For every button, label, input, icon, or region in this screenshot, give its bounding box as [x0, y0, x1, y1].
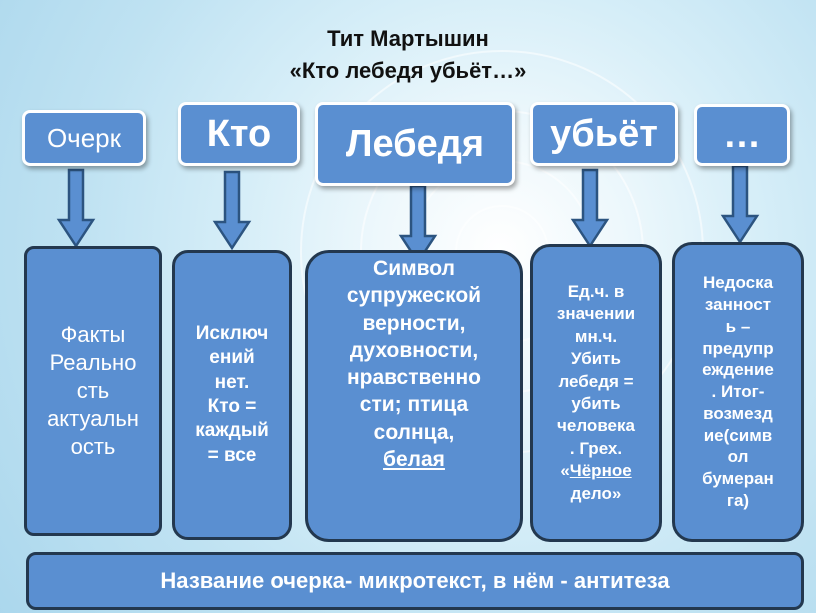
ubit-desc-line: мн.ч. — [574, 326, 618, 346]
box-kto-desc: Исключ ений нет. Кто = каждый = все — [172, 250, 292, 540]
box-lebedya-label: Лебедя — [345, 122, 485, 165]
kto-desc-line: Кто = — [207, 396, 257, 417]
box-facts: Факты Реально сть актуальн ость — [24, 246, 162, 536]
box-ubyot-label: убьёт — [550, 112, 658, 155]
lebed-desc-underlined: белая — [383, 448, 445, 472]
lebed-desc-line: супружеской — [346, 284, 482, 308]
box-ellipsis-label: … — [723, 113, 761, 156]
ubit-desc-line: значении — [556, 304, 636, 324]
nedo-desc-line: ол — [727, 447, 749, 467]
ubit-desc-line: дело» — [570, 483, 622, 503]
title-author: Тит Мартышин — [327, 26, 489, 51]
lebed-desc-line: духовности, — [349, 338, 479, 362]
nedo-desc-line: . Итог- — [711, 382, 765, 402]
arrow-down-icon — [720, 164, 760, 245]
box-ocherk-label: Очерк — [46, 122, 122, 153]
box-lebed-desc: Символ супружеской верности, духовности,… — [305, 250, 523, 542]
facts-line: Реально — [49, 349, 137, 375]
box-ellipsis: … — [694, 104, 790, 166]
nedo-desc-line: га) — [726, 490, 750, 510]
nedo-desc-line: возмезд — [703, 403, 773, 423]
kto-desc-line: ений — [209, 347, 255, 369]
box-ocherk: Очерк — [22, 110, 146, 166]
arrow-down-icon — [56, 168, 96, 249]
nedo-desc-line: еждение — [702, 360, 774, 380]
nedo-desc-line: ь – — [725, 316, 751, 336]
lebed-desc-line: сти; птица — [359, 393, 469, 417]
nedo-desc-line: Недоска — [702, 273, 774, 293]
box-ubyot: убьёт — [530, 102, 678, 166]
box-nedo-desc: Недоска занност ь – предупр еждение . Ит… — [672, 242, 804, 542]
facts-line: актуальн — [47, 406, 139, 432]
lebed-desc-line: верности, — [362, 311, 466, 335]
ubit-quote-mark: « — [560, 461, 570, 481]
nedo-desc-line: занност — [704, 295, 772, 315]
kto-desc-line: = все — [207, 444, 257, 466]
ubit-desc-line: убить — [571, 394, 621, 413]
kto-desc-line: Исключ — [195, 323, 269, 345]
kto-desc-line: каждый — [195, 420, 269, 442]
bottom-summary-text: Название очерка- микротекст, в нём - ант… — [160, 567, 670, 593]
kto-desc-line: нет. — [214, 371, 250, 393]
lebed-desc-line: нравственно — [346, 366, 482, 390]
nedo-desc-line: предупр — [702, 338, 774, 358]
facts-line: сть — [76, 377, 110, 403]
ubit-desc-line: «Чёрное — [557, 460, 635, 482]
ubit-desc-line: . Грех. — [569, 438, 623, 458]
facts-line: ость — [70, 434, 116, 460]
ubit-desc-underlined: Чёрное — [569, 461, 632, 481]
facts-line: Факты — [60, 321, 126, 347]
title-work: «Кто лебедя убьёт…» — [289, 58, 527, 83]
lebed-desc-line: солнца, — [373, 420, 455, 444]
ubit-desc-line: Убить — [571, 349, 621, 369]
nedo-desc-line: бумеран — [702, 469, 774, 489]
box-kto-label: Кто — [206, 112, 272, 155]
ubit-desc-line: лебедя = — [558, 371, 634, 391]
arrow-down-icon — [212, 170, 252, 251]
box-lebedya: Лебедя — [315, 102, 515, 186]
ubit-desc-line: Ед.ч. в — [567, 281, 625, 301]
box-kto: Кто — [178, 102, 300, 166]
box-ubit-desc: Ед.ч. в значении мн.ч. Убить лебедя = уб… — [530, 244, 662, 542]
lebed-desc-line: Символ — [373, 257, 455, 280]
bottom-summary-bar: Название очерка- микротекст, в нём - ант… — [26, 552, 804, 610]
arrow-down-icon — [570, 168, 610, 249]
nedo-desc-line: ие(симв — [703, 425, 773, 445]
ubit-desc-line: человека — [557, 416, 635, 436]
